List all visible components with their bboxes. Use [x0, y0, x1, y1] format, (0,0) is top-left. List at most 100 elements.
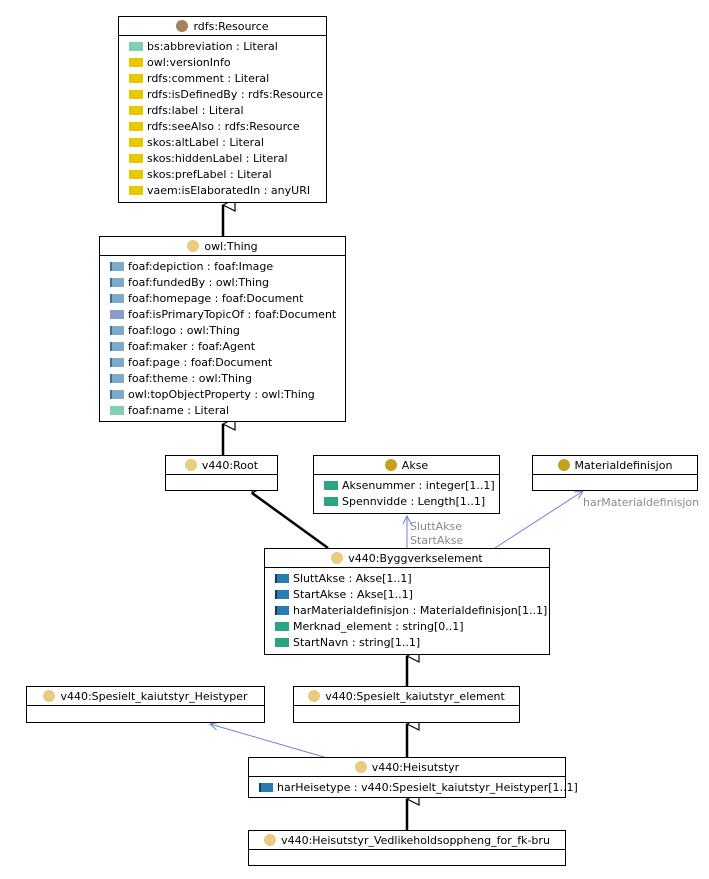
association-edge-materialdefinisjon — [494, 491, 583, 549]
class-heisutstyr[interactable]: v440:Heisutstyr harHeisetype : v440:Spesi… — [248, 757, 578, 798]
edge-label-sluttakse: SluttAkse — [410, 520, 463, 533]
attribute-row[interactable]: rdfs:comment : Literal — [119, 70, 326, 86]
class-heisutstyr-vedlikehold[interactable]: v440:Heisutstyr_Vedlikeholdsoppheng_for_… — [248, 830, 566, 866]
attribute-row[interactable]: skos:prefLabel : Literal — [119, 166, 326, 182]
attribute-row[interactable]: Spennvidde : Length[1..1] — [314, 493, 499, 509]
attribute-list: harHeisetype : v440:Spesielt_kaiutstyr_H… — [249, 777, 578, 795]
class-v440-root[interactable]: v440:Root — [165, 455, 278, 491]
attribute-label: skos:prefLabel : Literal — [147, 167, 272, 181]
annotation-property-icon — [129, 105, 143, 115]
attribute-row[interactable]: rdfs:isDefinedBy : rdfs:Resource — [119, 86, 326, 102]
class-title: v440:Heisutstyr_Vedlikeholdsoppheng_for_… — [281, 833, 550, 847]
attribute-row[interactable]: harHeisetype : v440:Spesielt_kaiutstyr_H… — [249, 779, 578, 795]
attribute-row[interactable]: StartAkse : Akse[1..1] — [265, 586, 549, 602]
attribute-row[interactable]: foaf:theme : owl:Thing — [100, 370, 345, 386]
attribute-row[interactable]: foaf:page : foaf:Document — [100, 354, 345, 370]
attribute-label: foaf:depiction : foaf:Image — [128, 259, 274, 273]
attribute-row[interactable]: vaem:isElaboratedIn : anyURI — [119, 182, 326, 198]
annotation-property-icon — [129, 73, 143, 83]
class-icon — [264, 834, 277, 846]
class-header: v440:Root — [166, 456, 277, 475]
class-icon — [384, 459, 397, 471]
class-header: Akse — [314, 456, 499, 475]
attribute-row[interactable]: foaf:name : Literal — [100, 402, 345, 418]
attribute-list — [166, 475, 277, 477]
attribute-row[interactable]: skos:hiddenLabel : Literal — [119, 150, 326, 166]
attribute-row[interactable]: foaf:depiction : foaf:Image — [100, 258, 345, 274]
object-property-icon — [110, 373, 124, 383]
class-icon — [331, 552, 344, 564]
attribute-row[interactable]: foaf:maker : foaf:Agent — [100, 338, 345, 354]
attribute-label: Spennvidde : Length[1..1] — [342, 494, 486, 508]
edge-label-harmaterialdefinisjon: harMaterialdefinisjon — [583, 496, 700, 509]
attribute-row[interactable]: foaf:isPrimaryTopicOf : foaf:Document — [100, 306, 345, 322]
data-property-icon — [275, 621, 289, 631]
attribute-row[interactable]: Merknad_element : string[0..1] — [265, 618, 549, 634]
object-property-icon — [110, 261, 124, 271]
attribute-label: foaf:name : Literal — [128, 403, 230, 417]
class-title: v440:Root — [201, 458, 259, 472]
class-title: v440:Spesielt_kaiutstyr_Heistyper — [60, 689, 248, 703]
annotation-property-icon — [129, 89, 143, 99]
class-icon — [184, 459, 197, 471]
object-ref-property-icon — [275, 573, 289, 583]
object-property-icon — [110, 325, 124, 335]
attribute-row[interactable]: owl:versionInfo — [119, 54, 326, 70]
edge-label-startakse: StartAkse — [410, 534, 464, 547]
class-header: v440:Spesielt_kaiutstyr_element — [294, 687, 519, 706]
class-kaiutstyr-element[interactable]: v440:Spesielt_kaiutstyr_element — [293, 686, 520, 723]
object-ref-property-icon — [259, 782, 273, 792]
attribute-label: foaf:isPrimaryTopicOf : foaf:Document — [128, 307, 337, 321]
class-header: v440:Byggverkselement — [265, 549, 549, 568]
attribute-list — [249, 850, 565, 852]
attribute-label: foaf:logo : owl:Thing — [128, 323, 240, 337]
attribute-list — [27, 706, 264, 708]
annotation-property-icon — [129, 169, 143, 179]
attribute-row[interactable]: skos:altLabel : Literal — [119, 134, 326, 150]
attribute-label: foaf:theme : owl:Thing — [128, 371, 252, 385]
attribute-label: rdfs:comment : Literal — [147, 71, 270, 85]
attribute-list: Aksenummer : integer[1..1] Spennvidde : L… — [314, 475, 499, 509]
attribute-row[interactable]: foaf:logo : owl:Thing — [100, 322, 345, 338]
class-title: v440:Spesielt_kaiutstyr_element — [325, 689, 505, 703]
attribute-row[interactable]: foaf:homepage : foaf:Document — [100, 290, 345, 306]
attribute-label: Aksenummer : integer[1..1] — [342, 478, 495, 492]
object-property-icon — [110, 357, 124, 367]
class-icon — [43, 690, 56, 702]
attribute-row[interactable]: SluttAkse : Akse[1..1] — [265, 570, 549, 586]
attribute-row[interactable]: Aksenummer : integer[1..1] — [314, 477, 499, 493]
class-header: v440:Heisutstyr — [249, 758, 565, 777]
attribute-label: skos:hiddenLabel : Literal — [147, 151, 288, 165]
attribute-row[interactable]: bs:abbreviation : Literal — [119, 38, 326, 54]
object-property-icon — [110, 277, 124, 287]
attribute-row[interactable]: owl:topObjectProperty : owl:Thing — [100, 386, 345, 402]
attribute-row[interactable]: rdfs:label : Literal — [119, 102, 326, 118]
annotation-property-icon — [129, 121, 143, 131]
attribute-list: SluttAkse : Akse[1..1] StartAkse : Akse[1… — [265, 568, 549, 650]
class-icon — [308, 690, 321, 702]
attribute-label: owl:topObjectProperty : owl:Thing — [128, 387, 315, 401]
class-icon — [176, 20, 189, 32]
class-title: Akse — [401, 458, 429, 472]
attribute-label: rdfs:label : Literal — [147, 103, 244, 117]
attribute-label: SluttAkse : Akse[1..1] — [293, 571, 412, 585]
attribute-row[interactable]: foaf:fundedBy : owl:Thing — [100, 274, 345, 290]
class-icon — [187, 240, 200, 252]
attribute-label: StartAkse : Akse[1..1] — [293, 587, 413, 601]
annotation-property-icon — [129, 185, 143, 195]
attribute-row[interactable]: rdfs:seeAlso : rdfs:Resource — [119, 118, 326, 134]
attribute-label: rdfs:isDefinedBy : rdfs:Resource — [147, 87, 324, 101]
attribute-row[interactable]: StartNavn : string[1..1] — [265, 634, 549, 650]
class-title: Materialdefinisjon — [574, 458, 673, 472]
attribute-row[interactable]: harMaterialdefinisjon : Materialdefinisj… — [265, 602, 549, 618]
annotation-property-icon — [129, 57, 143, 67]
attribute-label: skos:altLabel : Literal — [147, 135, 264, 149]
class-heistyper[interactable]: v440:Spesielt_kaiutstyr_Heistyper — [26, 686, 265, 723]
class-materialdefinisjon[interactable]: Materialdefinisjon — [532, 455, 698, 491]
